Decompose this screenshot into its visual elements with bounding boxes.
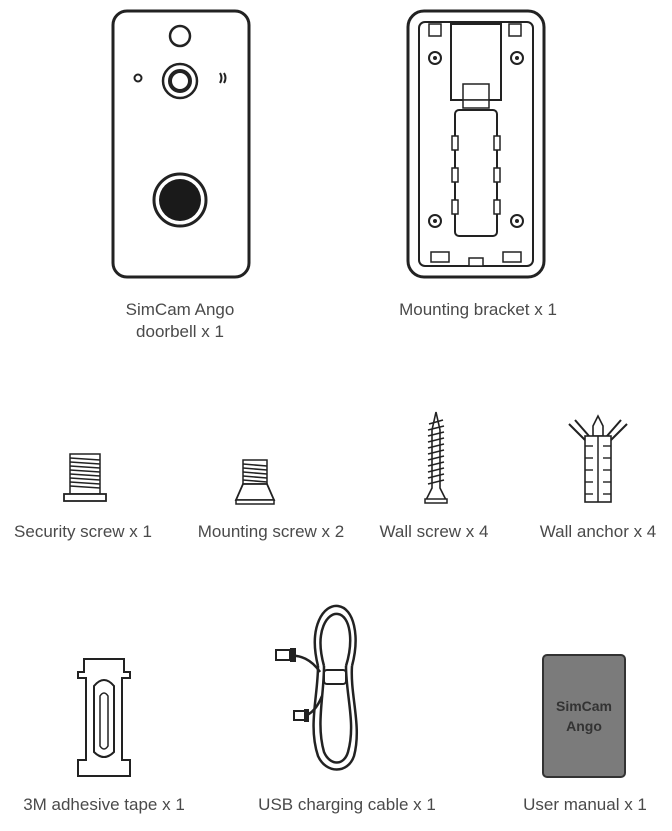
adhesive-tape-illustration <box>77 658 131 777</box>
security-screw-label: Security screw x 1 <box>14 522 152 541</box>
doorbell-label: SimCam Ango doorbell x 1 <box>125 300 235 341</box>
wall-anchor-illustration <box>568 414 628 503</box>
user-manual-cover: SimCam Ango <box>542 654 626 778</box>
doorbell-illustration <box>111 9 251 279</box>
mounting-screw-illustration <box>234 459 276 505</box>
wall-anchor-label: Wall anchor x 4 <box>539 522 657 541</box>
security-screw-illustration <box>63 453 107 502</box>
wall-screw-label: Wall screw x 4 <box>379 522 489 541</box>
mounting-screw-label: Mounting screw x 2 <box>197 522 345 541</box>
wall-screw-illustration <box>424 411 448 504</box>
manual-cover-title: SimCam Ango <box>555 698 613 734</box>
user-manual-label: User manual x 1 <box>523 795 647 814</box>
mounting-bracket-illustration <box>406 9 546 279</box>
usb-cable-label: USB charging cable x 1 <box>258 795 436 814</box>
usb-cable-illustration <box>275 604 358 771</box>
mounting-bracket-label: Mounting bracket x 1 <box>399 300 557 319</box>
adhesive-tape-label: 3M adhesive tape x 1 <box>23 795 185 814</box>
